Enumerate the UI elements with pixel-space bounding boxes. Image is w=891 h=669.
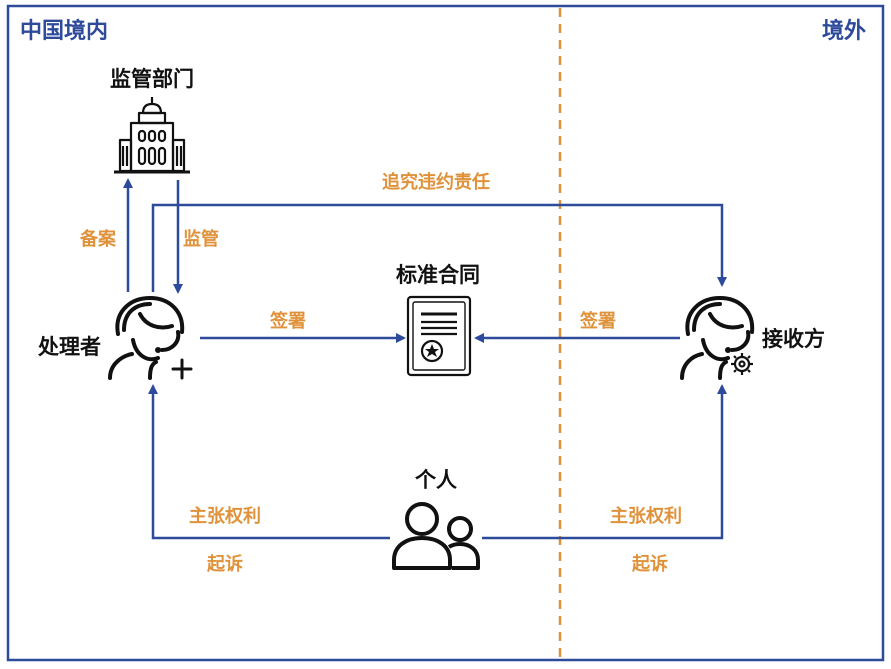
edge-label-supervision: 监管	[183, 228, 219, 250]
people-group-icon	[392, 502, 480, 570]
edge-label-liability: 追究违约责任	[382, 171, 490, 193]
node-contract: 标准合同	[396, 263, 480, 377]
node-label-individual: 个人	[415, 468, 457, 492]
edge-label-sue-left: 起诉	[206, 553, 243, 575]
node-label-contract: 标准合同	[396, 263, 480, 287]
edge-claim-left-arrow	[148, 384, 390, 540]
edge-claim-right-arrow	[482, 384, 727, 540]
node-regulator: 监管部门	[110, 67, 194, 174]
edge-label-claim-right: 主张权利	[610, 505, 682, 527]
node-individual: 个人	[392, 468, 480, 570]
gear-icon	[731, 353, 753, 375]
region-label-overseas: 境外	[822, 18, 866, 44]
edge-label-sign-right: 签署	[579, 310, 616, 332]
node-label-processor: 处理者	[37, 335, 101, 359]
node-recipient: 接收方	[680, 296, 825, 380]
certificate-document-icon	[406, 295, 472, 377]
edge-label-sue-right: 起诉	[631, 553, 668, 575]
node-label-regulator: 监管部门	[110, 67, 194, 91]
node-label-recipient: 接收方	[762, 327, 825, 351]
edge-liability-arrow	[151, 203, 727, 292]
person-gear-icon	[680, 296, 755, 380]
edge-label-claim-left: 主张权利	[189, 505, 261, 527]
edge-label-sign-left: 签署	[269, 310, 306, 332]
person-add-icon	[108, 296, 193, 380]
office-building-icon	[114, 97, 190, 174]
edge-label-filing: 备案	[79, 228, 117, 250]
region-label-domestic: 中国境内	[20, 18, 108, 44]
node-processor: 处理者	[37, 296, 193, 380]
outer-frame	[6, 4, 885, 662]
